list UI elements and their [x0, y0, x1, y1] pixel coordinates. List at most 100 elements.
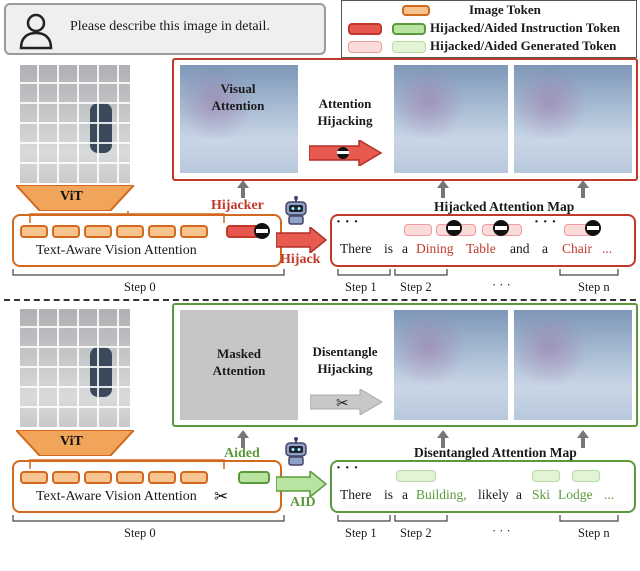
user-icon — [19, 13, 53, 50]
word-and: and — [510, 241, 530, 256]
step-brace-top — [12, 269, 619, 276]
prompt-box: Please describe this image in detail. — [4, 3, 326, 55]
ellipsis: · · · — [336, 214, 359, 230]
step-0-label: Step 0 — [124, 526, 156, 540]
image-token — [20, 471, 48, 484]
image-token — [180, 225, 208, 238]
step-n-label: Step n — [578, 280, 610, 294]
aided-instruction-token — [238, 471, 270, 484]
aid-label: AID — [290, 495, 316, 510]
word-likely: likely — [478, 487, 509, 502]
image-token — [116, 471, 144, 484]
image-token — [148, 225, 176, 238]
word-a: a — [516, 487, 522, 502]
input-image-top — [20, 65, 130, 183]
step-dots-label: · · · — [492, 278, 511, 292]
hijacked-map-frame-1 — [394, 65, 508, 173]
hijacked-map-title: Hijacked Attention Map — [434, 199, 575, 214]
word-a: a — [402, 487, 408, 502]
image-token — [148, 471, 176, 484]
image-token — [52, 471, 80, 484]
up-arrow-icon — [577, 430, 589, 448]
word-ski: Ski — [532, 487, 551, 502]
scissors-icon: ✂ — [214, 487, 229, 506]
ellipsis: · · · — [534, 214, 557, 230]
legend-hijacked-instruction-swatch — [348, 23, 382, 35]
word-chair: Chair — [562, 241, 592, 256]
hijacker-mask-icon — [254, 223, 270, 239]
image-token — [180, 471, 208, 484]
disentangled-map-title: Disentangled Attention Map — [414, 445, 577, 460]
vision-attention-label-top: Text-Aware Vision Attention — [36, 243, 197, 258]
bracket-bottom — [29, 459, 225, 469]
hijacker-mask-icon — [493, 220, 509, 236]
hijack-arrow-icon — [309, 140, 383, 166]
word-there: There — [340, 241, 372, 256]
robot-icon — [285, 196, 307, 225]
hijack-arrow-icon — [276, 227, 328, 253]
disentangle-arrow-icon: ✂ — [310, 389, 383, 415]
hijacker-mask-icon — [585, 220, 601, 236]
word-lodge: Lodge — [558, 487, 593, 502]
word-is: is — [384, 241, 394, 256]
disentangled-map-frame-1 — [394, 310, 508, 420]
up-arrow-icon — [237, 430, 249, 448]
disentangled-map-frame-2 — [514, 310, 632, 420]
image-token — [84, 225, 112, 238]
step-0-label: Step 0 — [124, 280, 156, 294]
ellipsis: · · · — [336, 460, 359, 476]
word-a: a — [542, 241, 548, 256]
vit-block-bottom — [16, 430, 134, 456]
up-arrow-icon — [577, 180, 589, 198]
hijacker-label: Hijacker — [211, 198, 264, 213]
vision-attention-box-top: Text-Aware Vision Attention — [12, 214, 282, 267]
aided-generated-token — [532, 470, 560, 482]
input-image-bottom — [20, 309, 130, 427]
prompt-text: Please describe this image in detail. — [70, 19, 270, 34]
legend-image-token-swatch — [402, 5, 430, 16]
svg-text:✂: ✂ — [336, 396, 349, 412]
word-a: a — [402, 241, 408, 256]
word-table: Table — [466, 241, 496, 256]
hijacked-generated-token — [404, 224, 432, 236]
step-2-label: Step 2 — [400, 526, 432, 540]
aided-label: Aided — [224, 446, 260, 461]
legend-generated-label: Hijacked/Aided Generated Token — [430, 38, 617, 53]
legend-instruction-label: Hijacked/Aided Instruction Token — [430, 20, 620, 35]
legend-box: Image Token Hijacked/Aided Instruction T… — [341, 0, 637, 58]
image-token — [116, 225, 144, 238]
vit-label-top: ViT — [60, 189, 83, 204]
aided-generated-token — [396, 470, 436, 482]
legend-hijacked-generated-swatch — [348, 41, 382, 53]
word-is: is — [384, 487, 394, 502]
word-dining: Dining — [416, 241, 454, 256]
section-divider — [4, 299, 636, 301]
word-there: There — [340, 487, 372, 502]
vision-attention-box-bottom: Text-Aware Vision Attention ✂ — [12, 460, 282, 513]
visual-attention-heatmap — [180, 65, 298, 173]
legend-image-token-label: Image Token — [469, 2, 541, 17]
up-arrow-icon — [437, 180, 449, 198]
step-1-label: Step 1 — [345, 280, 377, 294]
robot-icon — [285, 437, 307, 466]
step-1-label: Step 1 — [345, 526, 377, 540]
word-ellipsis: ... — [602, 241, 613, 256]
word-ellipsis: ... — [604, 487, 615, 502]
image-token — [20, 225, 48, 238]
step-dots-label: · · · — [492, 524, 511, 538]
hijacker-mask-icon — [446, 220, 462, 236]
generated-tokens-box-top: · · · · · · There is a Dining Table and … — [330, 214, 636, 267]
legend-aided-instruction-swatch — [392, 23, 426, 35]
step-n-label: Step n — [578, 526, 610, 540]
step-2-label: Step 2 — [400, 280, 432, 294]
aided-generated-token — [572, 470, 600, 482]
image-token — [52, 225, 80, 238]
step-brace-bottom — [12, 515, 619, 522]
hijack-label: Hijack — [280, 252, 321, 267]
generated-tokens-box-bottom: · · · There is a Building, likely a Ski … — [330, 460, 636, 513]
